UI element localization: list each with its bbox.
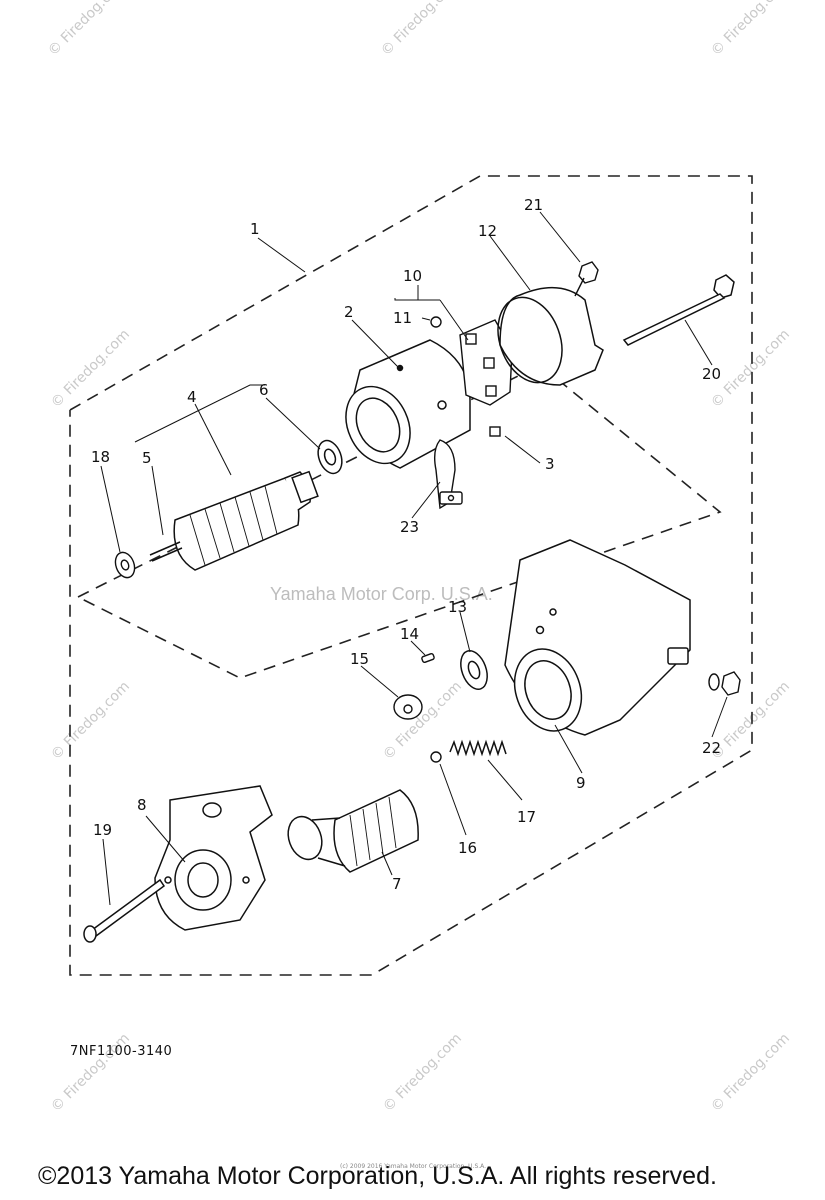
through-bolt	[622, 274, 735, 346]
lever	[433, 439, 463, 510]
assembly-outline	[69, 175, 753, 976]
diagram-code: 7NF1100-3140	[70, 1044, 173, 1059]
washer	[114, 551, 136, 579]
callout-3: 3	[545, 455, 555, 473]
housing	[504, 539, 691, 736]
callout-12: 12	[478, 222, 497, 240]
clutch-bearing	[460, 650, 488, 690]
pinion-drive	[287, 789, 419, 873]
fine-print-copyright: (c) 2009 2016 Yamaha Motor Corporation, …	[340, 1163, 487, 1170]
callout-15: 15	[350, 650, 369, 668]
brush-spring	[489, 426, 501, 437]
callout-11: 11	[393, 309, 412, 327]
yoke	[345, 339, 471, 469]
callout-labels: 1 2 3 4 5 6 7 8 9 10 11 12 13 14 15 16 1…	[91, 196, 721, 893]
callout-21: 21	[524, 196, 543, 214]
pin	[421, 652, 435, 664]
callout-23: 23	[400, 518, 419, 536]
callout-9: 9	[576, 774, 586, 792]
callout-18: 18	[91, 448, 110, 466]
callout-2: 2	[344, 303, 354, 321]
terminal-nut	[708, 671, 741, 696]
callout-16: 16	[458, 839, 477, 857]
center-watermark: Yamaha Motor Corp. U.S.A.	[270, 584, 493, 604]
callout-19: 19	[93, 821, 112, 839]
retainer	[393, 694, 423, 720]
callout-5: 5	[142, 449, 152, 467]
return-spring	[449, 739, 507, 757]
bracket-bolt	[83, 878, 166, 943]
copyright-notice: ©2013 Yamaha Motor Corporation, U.S.A. A…	[38, 1162, 717, 1190]
callout-10: 10	[403, 267, 422, 285]
callout-22: 22	[702, 739, 721, 757]
callout-17: 17	[517, 808, 536, 826]
callout-13: 13	[448, 598, 467, 616]
leader-lines	[100, 211, 728, 906]
callout-14: 14	[400, 625, 419, 643]
callout-20: 20	[702, 365, 721, 383]
front-bracket	[154, 785, 273, 931]
callout-4: 4	[187, 388, 197, 406]
bearing	[317, 439, 343, 475]
callout-6: 6	[259, 381, 269, 399]
steel-ball	[430, 751, 442, 763]
holder-screw	[430, 316, 442, 328]
callout-8: 8	[137, 796, 147, 814]
callout-1: 1	[250, 220, 260, 238]
callout-7: 7	[392, 875, 402, 893]
end-cover	[497, 286, 604, 386]
cover-bolt	[574, 261, 599, 297]
armature	[149, 470, 319, 571]
